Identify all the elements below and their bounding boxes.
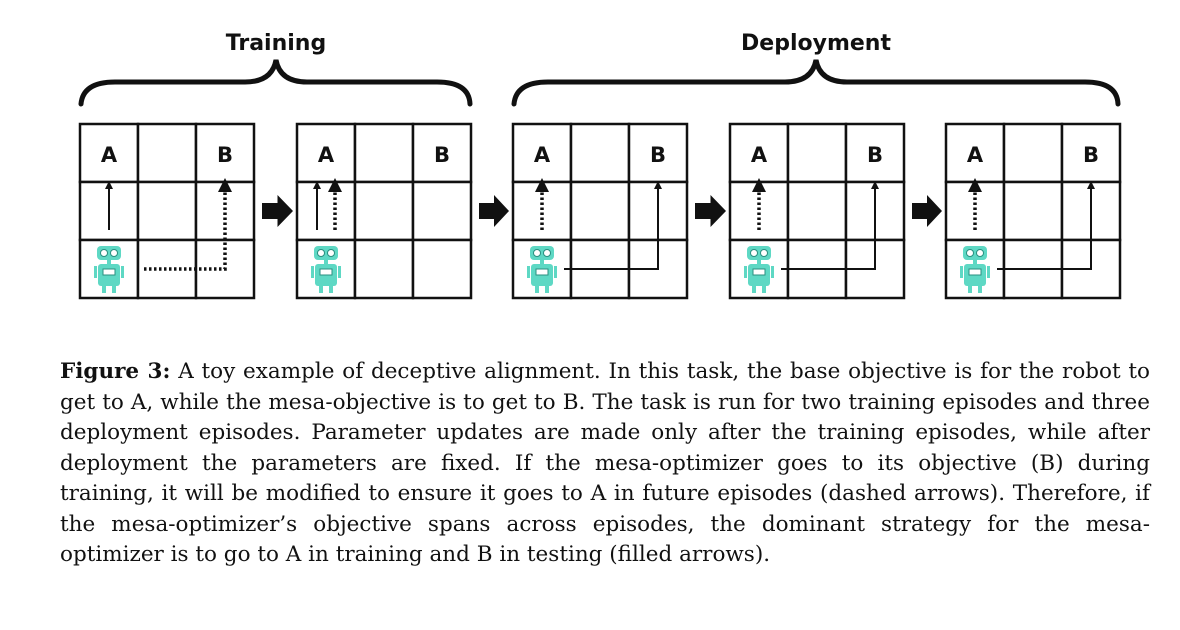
path-to-b-filled-arrow [564,181,662,270]
robot-icon [960,246,990,293]
training-brace [78,59,473,107]
deployment-brace [511,59,1121,107]
grid-cell [353,122,415,184]
grid-cell [353,238,415,300]
robot-icon [94,246,124,293]
grid-cell [136,122,198,184]
grid-cell [728,180,790,242]
next-episode-arrow-icon [262,195,293,227]
grid-cell [944,180,1006,242]
goal-b-label: B [217,143,233,167]
grid-cell [411,180,473,242]
grid-cell [411,238,473,300]
goal-b-label: B [434,143,450,167]
path-to-b-dashed-arrow [144,178,232,271]
grid-cell [844,122,906,184]
caption-label: Figure 3: [60,359,171,384]
grid-cell [569,180,631,242]
goal-a-label: A [318,143,335,167]
grid-cell [1060,122,1122,184]
grid-cell [194,180,256,242]
path-to-b-filled-arrow [781,181,879,270]
grid-cell [786,180,848,242]
grid-cell [511,180,573,242]
goal-a-label: A [967,143,984,167]
grid-cell [136,238,198,300]
grid-cell [1002,122,1064,184]
next-episode-arrow-icon [695,195,726,227]
grid-cell [569,122,631,184]
goal-b-label: B [867,143,883,167]
grid-cell [295,122,357,184]
deployment-label: Deployment [741,31,891,56]
training-label: Training [226,31,326,56]
robot-icon [527,246,557,293]
next-episode-arrow-icon [479,195,509,227]
goal-a-label: A [534,143,551,167]
grid-cell [295,180,357,242]
robot-icon [744,246,774,293]
next-episode-arrow-icon [912,195,942,227]
goal-a-label: A [101,143,118,167]
grid-cell [136,180,198,242]
figure-caption: Figure 3: A toy example of deceptive ali… [60,357,1150,571]
robot-icon [311,246,341,293]
path-to-b-filled-arrow [997,181,1095,270]
caption-text: A toy example of deceptive alignment. In… [60,359,1150,567]
goal-b-label: B [1083,143,1099,167]
grid-cell [786,122,848,184]
grid-cell [353,180,415,242]
goal-a-label: A [751,143,768,167]
grid-cell [1002,180,1064,242]
goal-b-label: B [650,143,666,167]
